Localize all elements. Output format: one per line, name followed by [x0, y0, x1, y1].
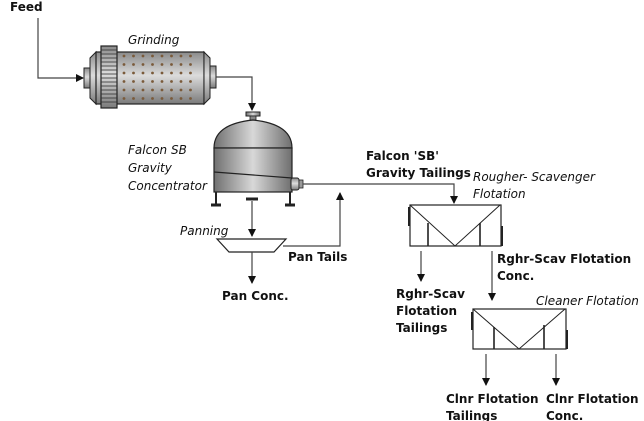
- mill-perforation-dot: [189, 63, 192, 66]
- mill-perforation-dot: [151, 71, 154, 75]
- grinding-mill: [83, 45, 217, 109]
- mill-perforation-dot: [141, 63, 145, 66]
- mill-perforation-dot: [132, 80, 135, 83]
- mill-perforation-dot: [141, 97, 145, 100]
- mill-perforation-dot: [160, 63, 164, 66]
- mill-perforation-dot: [160, 97, 164, 100]
- mill-perforation-dot: [151, 97, 154, 100]
- mill-perforation-dot: [151, 63, 154, 66]
- mill-perforation-dot: [170, 63, 173, 66]
- mill-perforation-dot: [141, 71, 145, 75]
- mill-perforation-dot: [132, 63, 135, 66]
- falcon-tailings-label-2: Gravity Tailings: [366, 166, 471, 180]
- mill-perforation-dot: [122, 88, 126, 92]
- mill-perforation-dot: [179, 54, 183, 58]
- concentrator-label-3: Concentrator: [128, 179, 208, 193]
- panning-table: [215, 238, 288, 253]
- mill-discharge-stream: [216, 76, 256, 111]
- mill-perforation-dot: [179, 63, 183, 66]
- mill-perforation-dot: [151, 80, 154, 83]
- rougher-conc-label-2: Conc.: [497, 269, 534, 283]
- grinding-label: Grinding: [128, 33, 180, 47]
- mill-perforation-dot: [189, 88, 192, 92]
- mill-perforation-dot: [179, 88, 183, 92]
- mill-perforation-dot: [160, 88, 164, 92]
- mill-perforation-dot: [141, 88, 145, 92]
- mill-perforation-dot: [141, 54, 145, 58]
- mill-perforation-dot: [170, 88, 173, 92]
- rougher-conc-label-1: Rghr-Scav Flotation: [497, 252, 631, 266]
- mill-perforation-dot: [151, 54, 154, 58]
- rougher-label-1: Rougher- Scavenger: [473, 170, 596, 184]
- rougher-scavenger-cell: [408, 204, 503, 247]
- falcon-concentrator: [211, 111, 304, 207]
- falcon-tailings-stream: [303, 183, 458, 204]
- pan-tails-stream: [283, 192, 344, 247]
- mill-perforation-dot: [122, 97, 126, 100]
- falcon-tailings-label-1: Falcon 'SB': [366, 149, 439, 163]
- mill-perforation-dot: [122, 54, 126, 58]
- concentrator-label-2: Gravity: [128, 161, 173, 175]
- feed-stream: [37, 18, 84, 82]
- mill-perforation-dot: [132, 88, 135, 92]
- feed-label: Feed: [10, 0, 43, 14]
- mill-perforation-dot: [189, 71, 192, 75]
- mill-perforation-dot: [132, 71, 135, 75]
- panning-label: Panning: [180, 224, 229, 238]
- mill-perforation-dot: [170, 80, 173, 83]
- pan-conc-label: Pan Conc.: [222, 289, 289, 303]
- mill-perforation-dot: [122, 80, 126, 83]
- concentrator-label-1: Falcon SB: [128, 143, 187, 157]
- pan-tails-label: Pan Tails: [288, 250, 347, 264]
- rougher-label-2: Flotation: [473, 187, 526, 201]
- cleaner-tails-label-1: Clnr Flotation: [446, 392, 539, 406]
- cleaner-conc-label-1: Clnr Flotation: [546, 392, 639, 406]
- rougher-tails-label-2: Flotation: [396, 304, 457, 318]
- cleaner-label: Cleaner Flotation: [536, 294, 639, 308]
- rougher-tails-label-1: Rghr-Scav: [396, 287, 465, 301]
- cleaner-conc-label-2: Conc.: [546, 409, 583, 421]
- mill-perforation-dot: [170, 54, 173, 58]
- mill-perforation-dot: [132, 54, 135, 58]
- mill-perforation-dot: [151, 88, 154, 92]
- mill-perforation-dot: [189, 54, 192, 58]
- mill-perforation-dot: [189, 97, 192, 100]
- mill-perforation-dot: [160, 71, 164, 75]
- mill-perforation-dot: [170, 97, 173, 100]
- mill-perforation-dot: [132, 97, 135, 100]
- mill-perforation-dot: [141, 80, 145, 83]
- mill-perforation-dot: [122, 63, 126, 66]
- cleaner-tails-label-2: Tailings: [446, 409, 497, 421]
- mill-perforation-dot: [179, 97, 183, 100]
- cleaner-cell: [471, 308, 568, 350]
- mill-perforation-dot: [160, 80, 164, 83]
- mill-perforation-dot: [189, 80, 192, 83]
- rougher-tails-label-3: Tailings: [396, 321, 447, 335]
- mill-perforation-dot: [170, 71, 173, 75]
- mill-perforation-dot: [179, 71, 183, 75]
- mill-perforation-dot: [160, 54, 164, 58]
- mill-perforation-dot: [122, 71, 126, 75]
- mill-perforation-dot: [179, 80, 183, 83]
